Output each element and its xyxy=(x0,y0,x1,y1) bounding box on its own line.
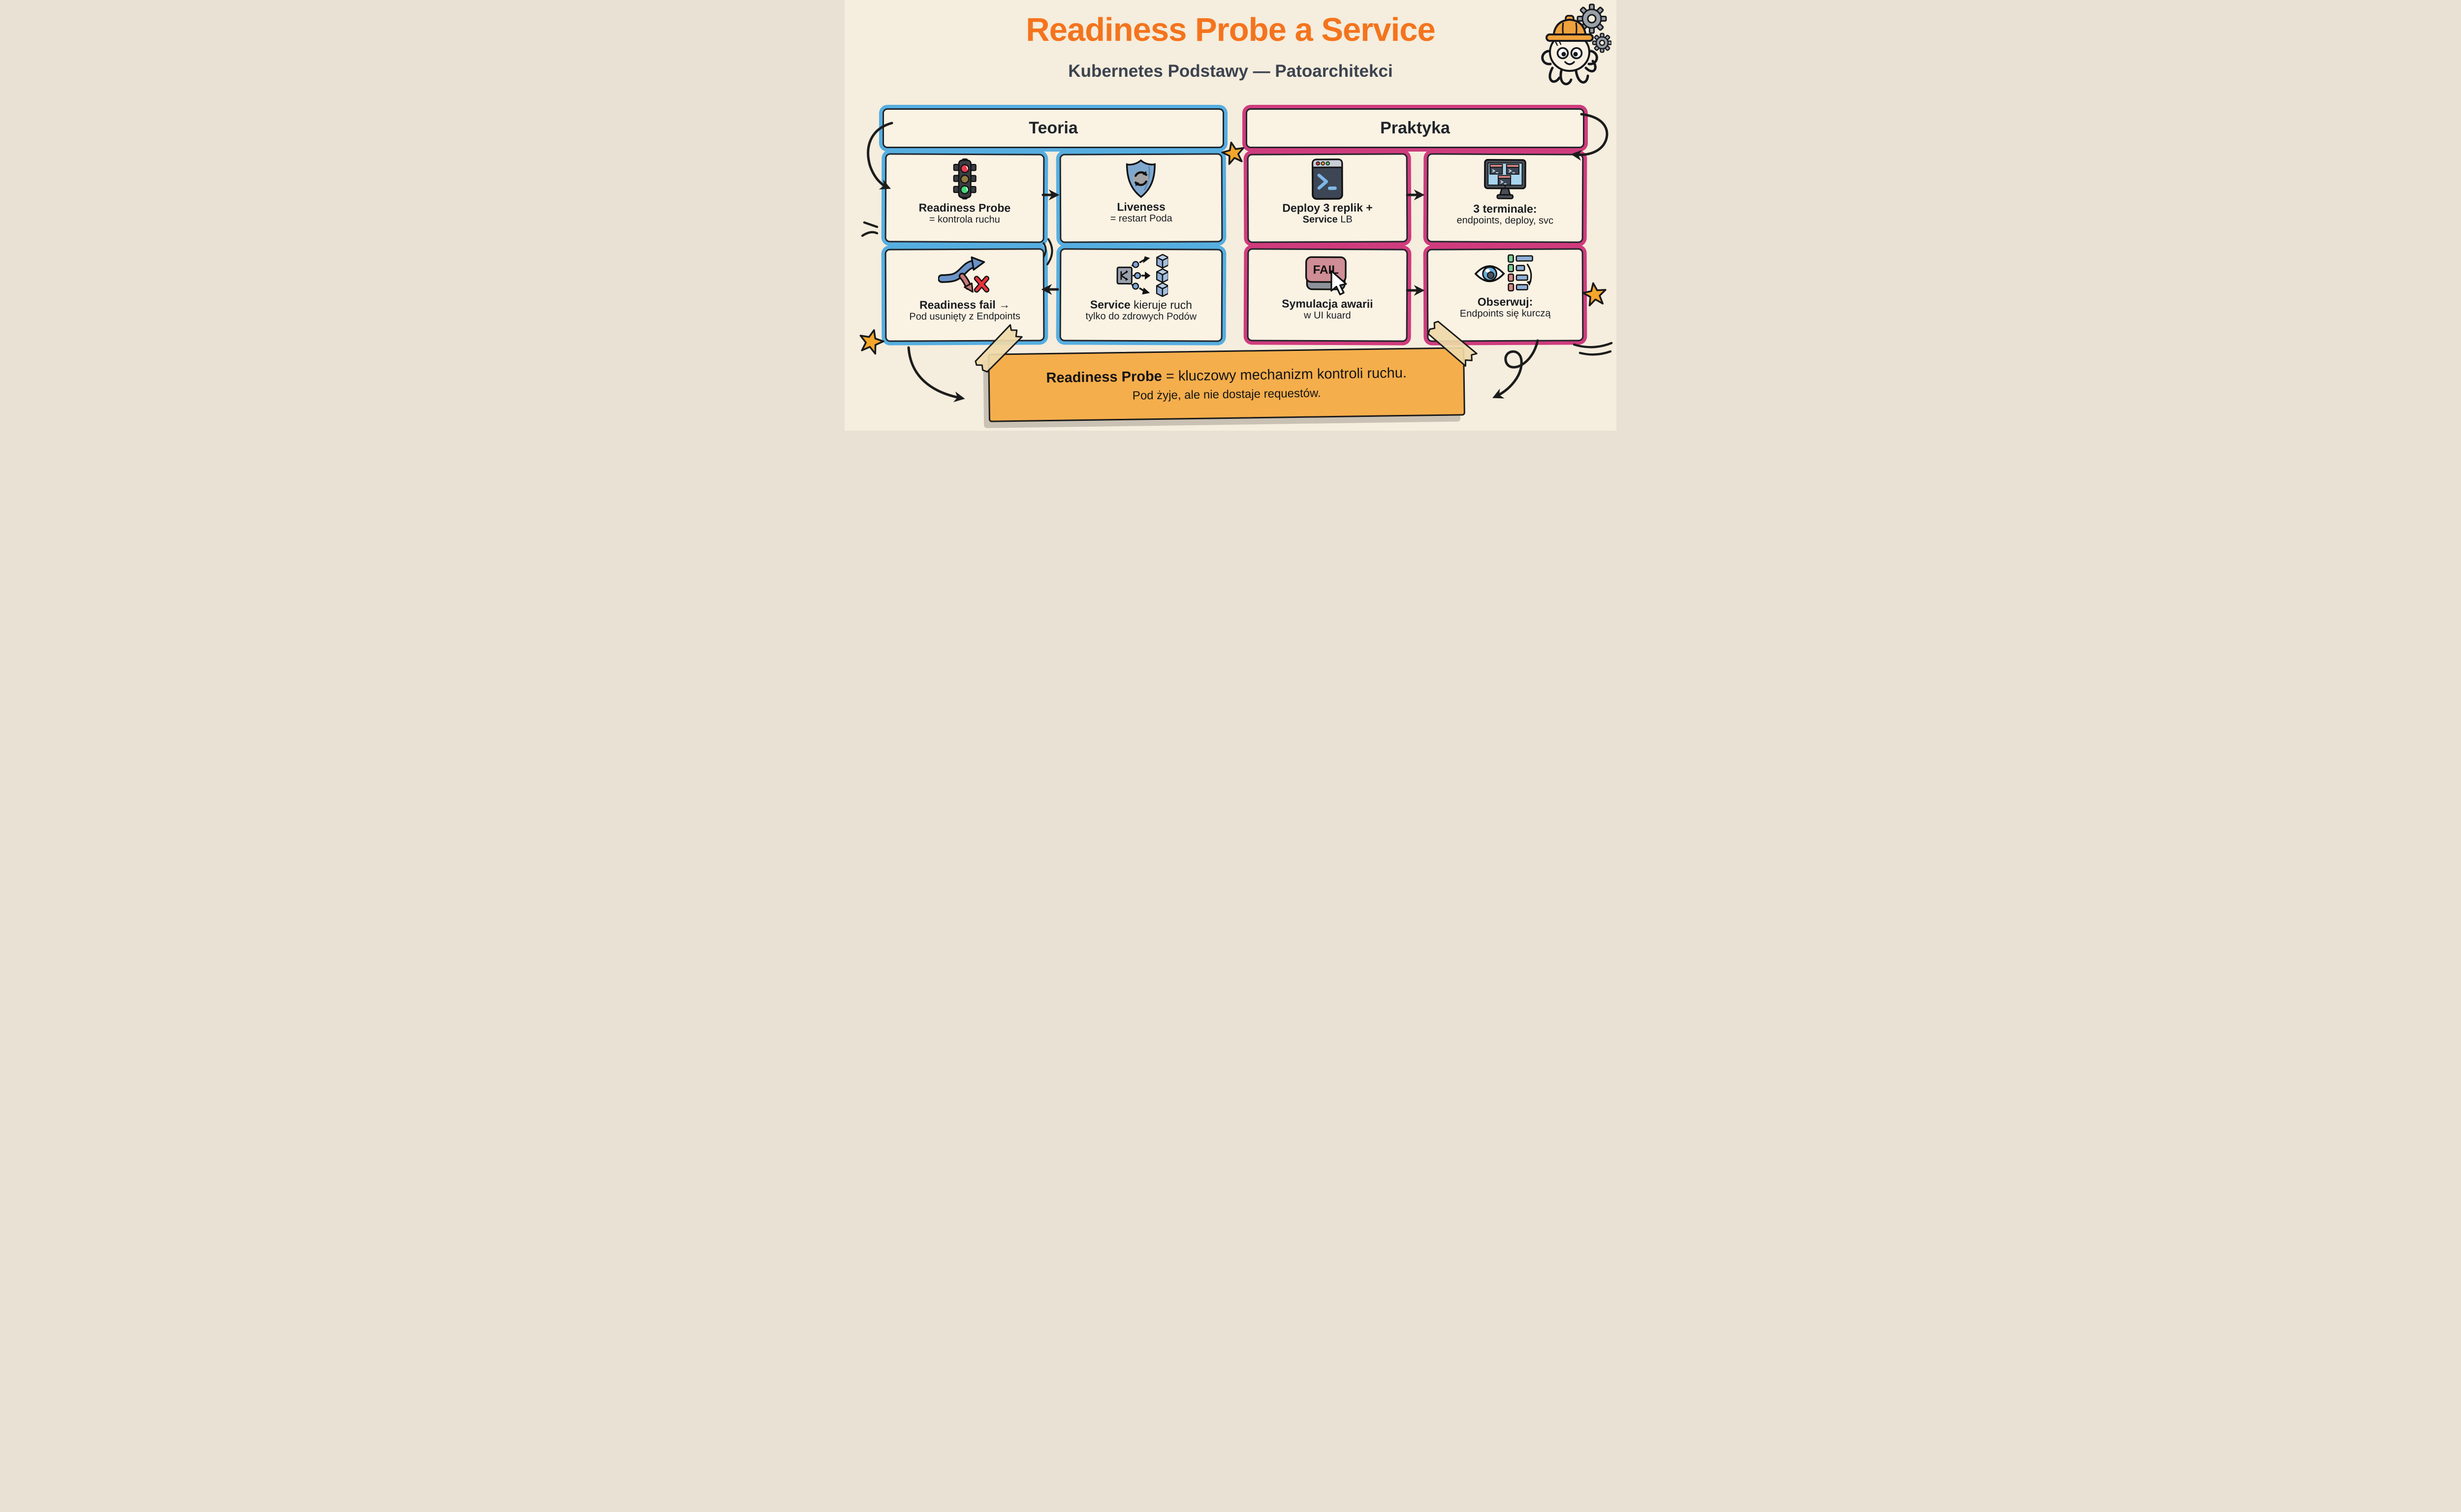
card-line2: endpoints, deploy, svc xyxy=(1456,215,1554,226)
doodle-arc-icon xyxy=(1046,238,1053,265)
card-deploy-replicas: Deploy 3 replik + Service LB xyxy=(1247,153,1408,243)
card-line1: Readiness fail → xyxy=(919,298,1010,312)
summary-line1: Readiness Probe = kluczowy mechanizm kon… xyxy=(1046,365,1407,386)
card-line1: Readiness Probe xyxy=(918,201,1011,215)
card-service-routing: Service kieruje ruch tylko do zdrowych P… xyxy=(1059,248,1223,342)
card-line1: Service kieruje ruch xyxy=(1090,298,1193,312)
card-line1: Deploy 3 replik + xyxy=(1282,201,1373,215)
card-line1: Symulacja awarii xyxy=(1282,297,1373,311)
card-observe-endpoints: Obserwuj: Endpoints się kurczą xyxy=(1426,248,1584,342)
summary-banner: Readiness Probe = kluczowy mechanizm kon… xyxy=(988,347,1465,422)
doodle-chevron-icon xyxy=(863,221,879,228)
swoosh-icon xyxy=(1573,342,1613,348)
card-line1: Obserwuj: xyxy=(1477,295,1533,309)
star-icon xyxy=(859,329,884,355)
loop-arrow-icon xyxy=(1492,339,1539,399)
traffic-light-icon xyxy=(951,158,978,200)
star-icon xyxy=(1582,282,1607,307)
card-failure-simulation: FAIL Symulacja awarii w UI kuard xyxy=(1247,248,1408,342)
card-line2: Pod usunięty z Endpoints xyxy=(909,311,1021,322)
gear-icon xyxy=(1577,3,1612,53)
infographic-canvas: Readiness Probe a Service Kubernetes Pod… xyxy=(845,0,1616,431)
card-line1: Liveness xyxy=(1117,200,1166,214)
service-routing-icon xyxy=(1114,253,1168,297)
eye-endpoints-icon xyxy=(1474,253,1536,294)
column-header-teoria: Teoria xyxy=(883,108,1224,148)
column-header-praktyka-label: Praktyka xyxy=(1380,119,1450,137)
card-line2: = restart Poda xyxy=(1110,213,1172,224)
fail-button-cursor-icon: FAIL xyxy=(1302,253,1354,296)
star-icon xyxy=(1221,141,1245,165)
card-line2: = kontrola ruchu xyxy=(929,214,1000,225)
card-line1: 3 terminale: xyxy=(1473,202,1537,216)
card-readiness-fail: Readiness fail → Pod usunięty z Endpoint… xyxy=(884,248,1045,342)
card-line2: w UI kuard xyxy=(1303,310,1351,321)
column-header-praktyka: Praktyka xyxy=(1246,108,1584,148)
card-three-terminals: 3 terminale: endpoints, deploy, svc xyxy=(1426,153,1584,243)
card-line2: tylko do zdrowych Podów xyxy=(1085,311,1197,322)
column-header-teoria-label: Teoria xyxy=(1029,119,1078,137)
swoosh-icon xyxy=(1578,350,1612,356)
split-arrow-fail-icon xyxy=(938,253,991,297)
page-title: Readiness Probe a Service xyxy=(1026,11,1436,48)
summary-line2: Pod żyje, ale nie dostaje requestów. xyxy=(1132,386,1321,403)
page-subtitle: Kubernetes Podstawy — Patoarchitekci xyxy=(1068,62,1393,81)
doodle-chevron-icon xyxy=(861,231,879,237)
card-line2: Endpoints się kurczą xyxy=(1459,308,1551,319)
hard-hat-icon xyxy=(1546,15,1594,42)
card-readiness-probe: Readiness Probe = kontrola ruchu xyxy=(884,153,1045,243)
card-line2: Service LB xyxy=(1302,214,1353,225)
three-terminals-monitor-icon xyxy=(1482,158,1528,201)
card-liveness: Liveness = restart Poda xyxy=(1059,153,1223,243)
curved-arrow-icon xyxy=(907,346,965,403)
terminal-icon xyxy=(1311,158,1343,200)
shield-refresh-icon xyxy=(1124,158,1158,199)
octopus-hardhat-gears-icon xyxy=(1528,1,1612,91)
